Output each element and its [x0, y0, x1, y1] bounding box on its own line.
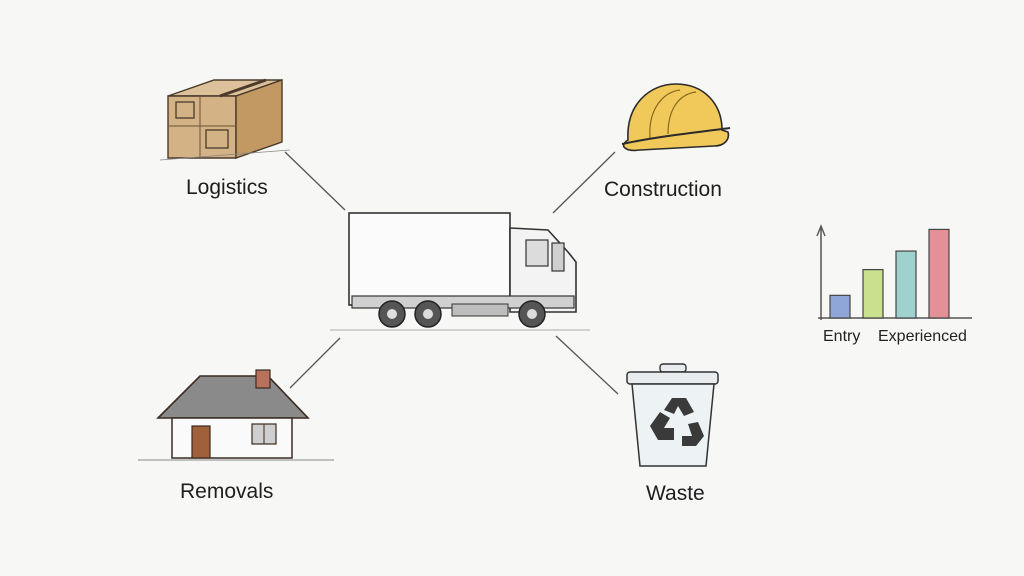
chart-bar-2 [862, 268, 884, 319]
chart-label-entry: Entry [823, 328, 861, 345]
chart-bar-4 [928, 228, 950, 319]
chart-bar-3 [895, 250, 917, 319]
removals-label: Removals [180, 480, 274, 503]
waste-label: Waste [646, 482, 705, 505]
career-bar-chart [816, 224, 972, 320]
construction-label: Construction [604, 178, 722, 201]
chart-label-experienced: Experienced [878, 328, 967, 345]
connector-removals [289, 337, 341, 389]
logistics-label: Logistics [186, 176, 268, 199]
recycle-bin-icon [626, 363, 719, 467]
hard-hat-icon [621, 83, 731, 152]
chart-bar-1 [829, 294, 851, 319]
connector-construction [552, 151, 616, 214]
truck-icon [330, 212, 590, 331]
connector-logistics [284, 151, 346, 211]
house-icon [138, 369, 334, 461]
box-icon [159, 78, 291, 161]
connector-waste [555, 335, 619, 395]
